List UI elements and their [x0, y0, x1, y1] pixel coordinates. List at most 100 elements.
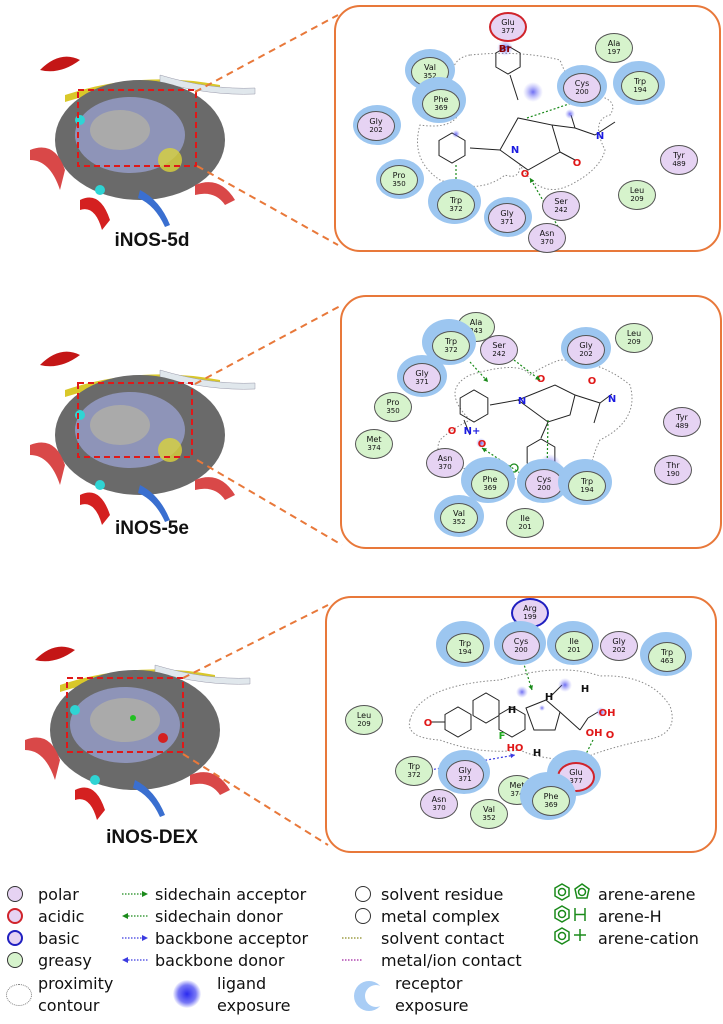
residue-number: 369 [544, 801, 558, 809]
zoom-connector-line [182, 604, 329, 679]
zoom-connector-line [196, 165, 339, 246]
residue-name: Ser [554, 197, 568, 206]
residue-number: 371 [500, 218, 514, 226]
basic-swatch [7, 930, 23, 946]
residue-name: Val [453, 509, 465, 518]
hbond-line [513, 359, 541, 381]
greasy-swatch [7, 952, 23, 968]
bond [559, 711, 581, 731]
residue-number: 369 [434, 104, 448, 112]
residue-name: Trp [660, 648, 674, 657]
ligand-exposure-blob [539, 705, 545, 711]
zoom-connector-line [196, 459, 343, 546]
residue-name: Leu [626, 329, 642, 338]
residue-number: 463 [660, 657, 674, 665]
residue-name: Pro [386, 398, 400, 407]
residue-number: 374 [510, 790, 524, 798]
legend-label: solvent contact [381, 929, 505, 948]
residue-name: Pro [392, 171, 406, 180]
residue-number: 201 [518, 523, 532, 531]
legend-label: metal complex [381, 907, 500, 926]
ligand-exposure-blob [565, 109, 575, 119]
protein-render [25, 646, 251, 820]
residue-number: 190 [666, 470, 680, 478]
residue-number: 370 [432, 804, 446, 812]
protein-surface-image [20, 30, 260, 230]
bond [593, 402, 601, 424]
legend-label: exposure [395, 996, 469, 1015]
legend-label: sidechain acceptor [155, 885, 307, 904]
ligand-exposure-blob [497, 40, 513, 56]
bond [599, 393, 613, 404]
residue-number: 197 [607, 48, 621, 56]
complex-label: iNOS-DEX [106, 827, 198, 848]
atom-label: O [588, 376, 597, 387]
legend-label: backbone acceptor [155, 929, 309, 948]
residue-name: Cys [513, 637, 529, 646]
residue-name: Trp [449, 196, 463, 205]
residue-number: 374 [367, 444, 381, 452]
bond [509, 74, 519, 101]
atom-label: N+ [464, 426, 481, 437]
legend-label: metal/ion contact [381, 951, 522, 970]
residue-name: Ser [492, 341, 506, 350]
residue-number: 489 [675, 422, 689, 430]
residue-number: 209 [357, 720, 371, 728]
residue-name: Leu [356, 711, 372, 720]
residue-name: Gly [500, 209, 514, 218]
aromatic-ring [459, 389, 489, 423]
residue-number: 200 [514, 646, 528, 654]
residue-number: 194 [458, 648, 472, 656]
ligand-exposure-blob [596, 707, 606, 717]
residue-name: Ala [469, 318, 483, 327]
legend-label: arene-cation [598, 929, 699, 948]
residue-name: Gly [612, 637, 626, 646]
residue-name: Asn [431, 795, 447, 804]
bond [463, 419, 471, 436]
protein-surface-image [15, 620, 255, 820]
residue-number: 489 [672, 160, 686, 168]
legend-label: basic [38, 929, 80, 948]
bond [551, 124, 576, 129]
residue-name: Val [483, 805, 495, 814]
residue-number: 209 [627, 338, 641, 346]
residue-number: 209 [630, 195, 644, 203]
residue-number: 352 [452, 518, 466, 526]
legend-label: receptor [395, 974, 463, 993]
atom-label: H [545, 692, 553, 703]
residue-name: Gly [458, 766, 472, 775]
legend-label: backbone donor [155, 951, 285, 970]
residue-name: Ala [607, 39, 621, 48]
residue-name: Leu [629, 186, 645, 195]
atom-label: O [537, 374, 546, 385]
residue-number: 202 [579, 350, 593, 358]
aromatic-ring [498, 706, 526, 738]
residue-number: 194 [580, 486, 594, 494]
bond [579, 717, 589, 731]
residue-number: 352 [482, 814, 496, 822]
residue-number: 242 [554, 206, 568, 214]
residue-name: Trp [633, 77, 647, 86]
ring-bond [525, 699, 561, 731]
ligand-exposure-icon [173, 980, 201, 1008]
atom-label: O [521, 169, 530, 180]
residue-name: Gly [415, 369, 429, 378]
residue-name: Phe [543, 792, 559, 801]
